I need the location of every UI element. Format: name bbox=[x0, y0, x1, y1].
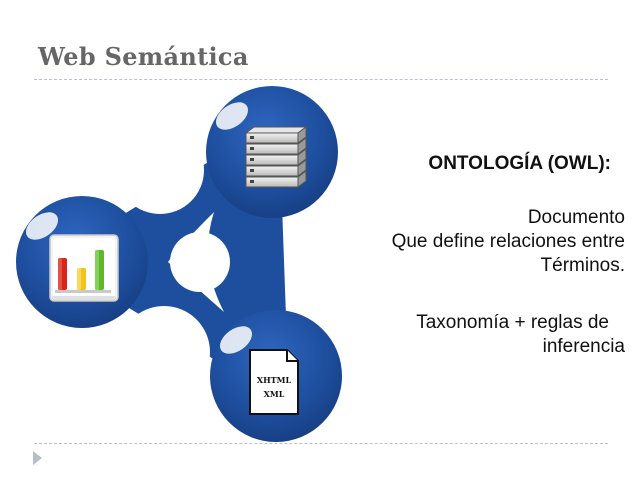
footer-divider bbox=[34, 443, 608, 444]
definition-line-2: Que define relaciones entre bbox=[391, 231, 625, 252]
taxonomy-paragraph: Taxonomía + reglas de inferencia bbox=[350, 311, 625, 359]
document-icon: XHTML XML bbox=[249, 349, 299, 415]
ontology-description: ONTOLOGÍA (OWL): Documento Que define re… bbox=[350, 152, 625, 359]
definition-line-3: Términos. bbox=[540, 255, 625, 276]
document-label-xml: XML bbox=[264, 389, 285, 399]
taxonomy-line-1: Taxonomía + reglas de bbox=[416, 312, 609, 333]
title-divider bbox=[34, 79, 608, 80]
definition-line-1: Documento bbox=[527, 207, 625, 228]
taxonomy-line-2: inferencia bbox=[542, 336, 625, 357]
server-stack-icon bbox=[244, 126, 308, 188]
definition-paragraph: Documento Que define relaciones entre Té… bbox=[350, 206, 625, 278]
slide-bullet-arrow-icon bbox=[33, 451, 42, 465]
document-label-xhtml: XHTML bbox=[257, 375, 292, 385]
slide-title: Web Semántica bbox=[38, 42, 249, 71]
bar-chart-icon bbox=[49, 234, 119, 302]
ontology-heading: ONTOLOGÍA (OWL): bbox=[428, 153, 611, 174]
